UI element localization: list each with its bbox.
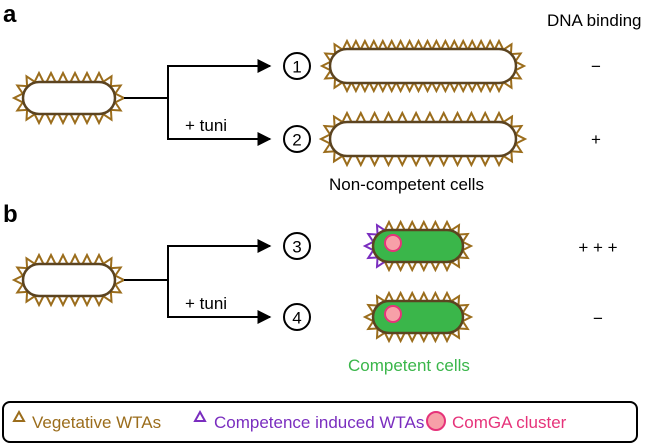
row-2-dna-binding: + [591, 130, 601, 149]
vegetative-wta-triangle-icon [12, 409, 26, 422]
svg-text:3: 3 [292, 238, 301, 257]
cell-body [328, 120, 518, 158]
legend-comga-cluster-label: ComGA cluster [452, 413, 567, 432]
comga-cluster-circle-icon [426, 411, 446, 431]
noncompetent-cells-label: Non-competent cells [329, 175, 484, 194]
panel-b-letter: b [3, 201, 18, 228]
comga-cluster [384, 234, 402, 252]
cell-body [21, 80, 117, 116]
row-3-number-badge: 3 [283, 232, 311, 260]
row-4-number-badge: 4 [283, 303, 311, 331]
row-2-noncompetent-cell [318, 110, 528, 168]
panel-a-branch-arrows [124, 59, 272, 146]
competent-cells-label: Competent cells [348, 356, 470, 375]
svg-text:2: 2 [292, 131, 301, 150]
cell-body [328, 47, 518, 85]
row-3-dna-binding: + + + [578, 238, 617, 257]
row-1-number-badge: 1 [283, 52, 311, 80]
legend-competence-wtas-label: Competence induced WTAs [214, 413, 424, 432]
cell-body [21, 262, 117, 298]
wta-spikes [362, 219, 474, 273]
competence-wta-triangle-icon [193, 409, 207, 422]
panel-a-tuni-label: + tuni [185, 116, 227, 135]
panel-b-branch-arrows [124, 239, 272, 324]
row-2-number-badge: 2 [283, 125, 311, 153]
svg-text:4: 4 [292, 309, 301, 328]
panel-a-start-cell [11, 70, 127, 126]
row-1-dna-binding: − [591, 57, 601, 76]
svg-text:1: 1 [292, 58, 301, 77]
comga-cluster [384, 305, 402, 323]
dna-binding-header: DNA binding [547, 11, 642, 30]
row-3-competent-cell [362, 219, 474, 273]
row-4-dna-binding: − [593, 309, 603, 328]
panel-b-tuni-label: + tuni [185, 294, 227, 313]
panel-b-start-cell [11, 252, 127, 308]
legend-box: Vegetative WTAs Competence induced WTAs … [2, 401, 638, 443]
row-1-noncompetent-cell [319, 38, 527, 94]
row-4-competent-cell [362, 290, 474, 344]
legend-vegetative-wtas-label: Vegetative WTAs [32, 413, 161, 432]
panel-a-letter: a [3, 1, 17, 28]
